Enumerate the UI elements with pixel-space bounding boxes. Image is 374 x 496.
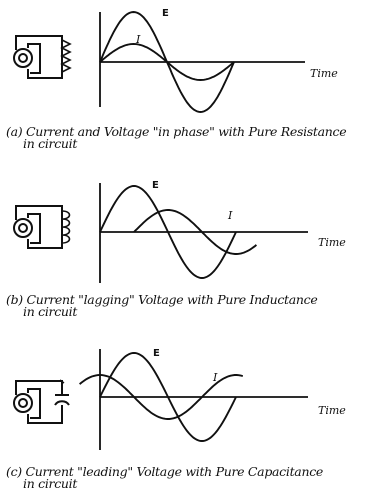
panel-a-current-curve bbox=[99, 43, 235, 81]
panel-c: E I Time bbox=[13, 348, 346, 450]
panel-b-caption-line2: in circuit bbox=[23, 304, 78, 319]
panel-c-caption-line1: (c) Current "leading" Voltage with Pure … bbox=[6, 464, 324, 479]
panel-b-caption-line1: (b) Current "lagging" Voltage with Pure … bbox=[6, 292, 318, 307]
panel-a-caption: (a) Current and Voltage "in phase" with … bbox=[6, 124, 372, 151]
panel-c-current-label: I bbox=[212, 371, 218, 384]
panel-c-voltage-label: E bbox=[153, 348, 160, 359]
panel-a-caption-line1: (a) Current and Voltage "in phase" with … bbox=[6, 124, 347, 139]
panel-c-axes bbox=[99, 349, 308, 450]
panel-a-generator-resistor-icon bbox=[13, 35, 72, 79]
panel-a-axes bbox=[99, 12, 305, 107]
panel-b-current-label: I bbox=[227, 209, 233, 222]
panel-a-time-label: Time bbox=[310, 67, 338, 80]
panel-a-voltage-label: E bbox=[162, 8, 169, 19]
panel-a-current-label: I bbox=[135, 33, 141, 46]
panel-a-caption-line2: in circuit bbox=[23, 136, 78, 151]
panel-b-generator-inductor-icon bbox=[13, 205, 71, 249]
panel-a: E I Time bbox=[13, 8, 338, 113]
panel-b-voltage-curve bbox=[99, 185, 237, 279]
panel-c-generator-capacitor-icon bbox=[13, 379, 70, 424]
panel-c-time-label: Time bbox=[318, 404, 346, 417]
panel-c-caption: (c) Current "leading" Voltage with Pure … bbox=[6, 464, 372, 491]
panel-c-caption-line2: in circuit bbox=[23, 476, 78, 491]
panel-b-voltage-label: E bbox=[152, 180, 159, 191]
panel-b-time-label: Time bbox=[318, 236, 346, 249]
panel-c-voltage-curve bbox=[99, 352, 237, 442]
panel-b-caption: (b) Current "lagging" Voltage with Pure … bbox=[6, 292, 372, 319]
panel-b-current-curve bbox=[133, 209, 258, 255]
panel-b: E I Time bbox=[13, 180, 346, 283]
panel-c-current-curve bbox=[79, 374, 244, 420]
